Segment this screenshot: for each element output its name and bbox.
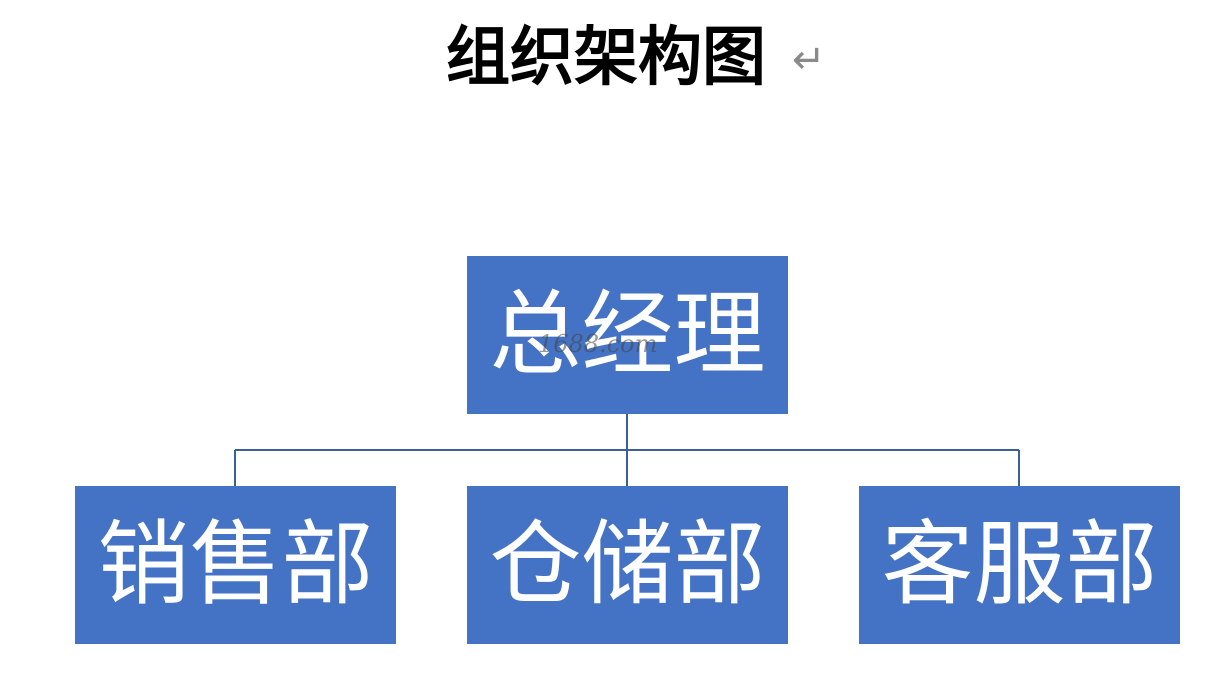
watermark: 1688.com: [538, 330, 658, 358]
org-node-warehouse-dept: 仓储部: [467, 486, 788, 644]
org-node-label: 总经理: [489, 281, 766, 388]
diagram-title: 组织架构图: [446, 21, 766, 95]
paragraph-mark-icon: ↵: [792, 37, 826, 83]
org-node-general-manager: 总经理: [467, 256, 788, 414]
org-node-label: 销售部: [97, 511, 374, 618]
org-node-customer-service-dept: 客服部: [859, 486, 1180, 644]
org-node-label: 仓储部: [489, 511, 766, 618]
org-node-sales-dept: 销售部: [75, 486, 396, 644]
org-node-label: 客服部: [881, 511, 1158, 618]
